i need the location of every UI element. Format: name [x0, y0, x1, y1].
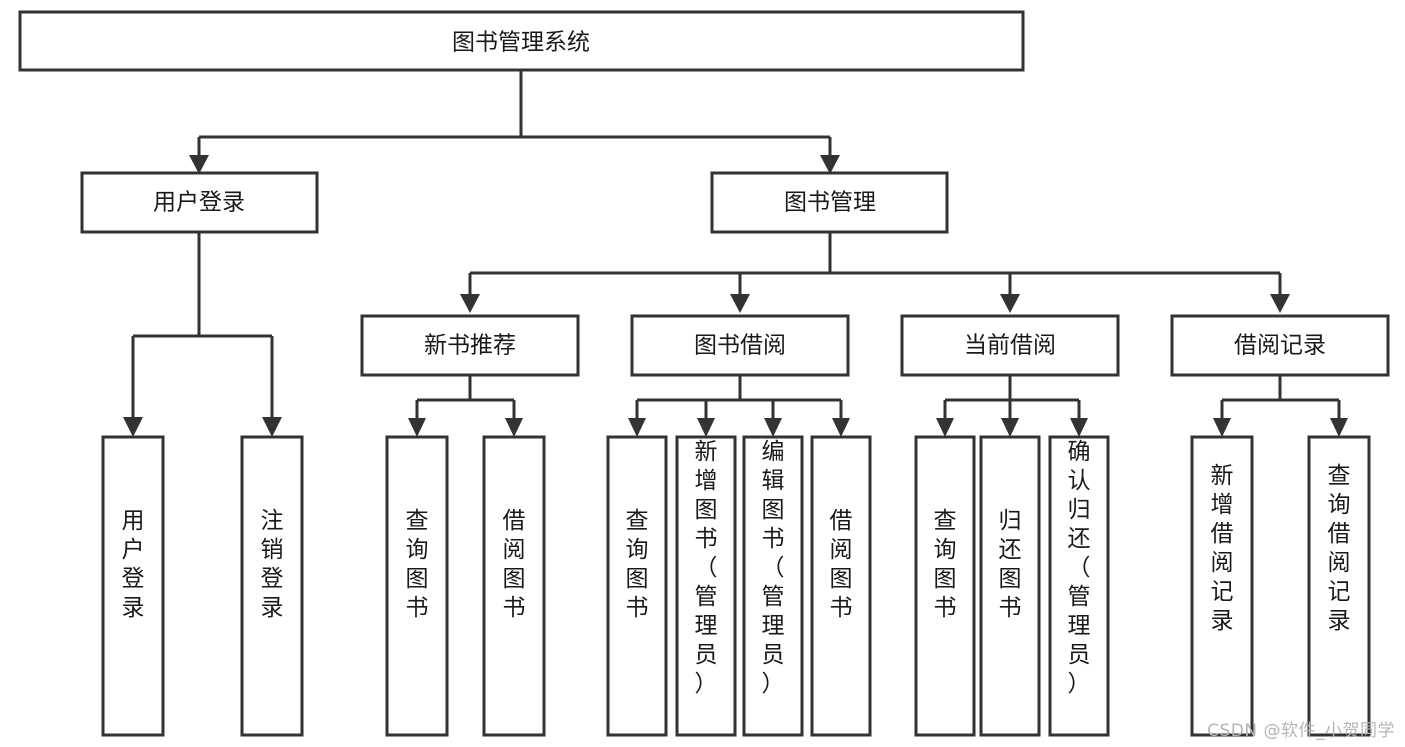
node-leaf-add-record-box[interactable]	[1190, 435, 1254, 737]
arrow-head-leaf-confirm-return	[1070, 418, 1088, 437]
arrow-head-leaf-user-logout	[262, 417, 282, 437]
node-leaf-borrow-book-1[interactable]: 借阅图书	[482, 435, 546, 737]
node-leaf-borrow-book-1-box[interactable]	[482, 435, 546, 737]
node-leaf-user-logout-box[interactable]	[240, 435, 304, 737]
node-book-borrow-box[interactable]	[630, 314, 850, 377]
node-leaf-query-book-1-label: 查询图书	[406, 508, 429, 621]
arrow-head-leaf-borrow-book-1	[505, 418, 523, 437]
node-leaf-query-record-box[interactable]	[1307, 435, 1371, 737]
node-leaf-confirm-return[interactable]: 确认归还（管理员）	[1048, 435, 1110, 737]
node-leaf-user-logout[interactable]: 注销登录	[240, 435, 304, 737]
node-book-borrow[interactable]: 图书借阅	[630, 314, 850, 377]
node-leaf-edit-book-label: 编辑图书（管理员）	[762, 439, 785, 697]
node-leaf-query-book-2[interactable]: 查询图书	[606, 435, 668, 737]
node-leaf-query-book-2-label: 查询图书	[626, 508, 649, 621]
node-leaf-query-book-3-box[interactable]	[914, 435, 976, 737]
node-user-login-label: 用户登录	[153, 190, 245, 216]
node-book-manage-box[interactable]	[710, 171, 949, 234]
node-leaf-query-record[interactable]: 查询借阅记录	[1307, 435, 1371, 737]
node-leaf-query-record-label: 查询借阅记录	[1328, 463, 1351, 634]
node-leaf-user-login[interactable]: 用户登录	[101, 435, 165, 737]
node-leaf-add-record[interactable]: 新增借阅记录	[1190, 435, 1254, 737]
arrow-head-leaf-add-record	[1213, 418, 1231, 437]
node-root[interactable]: 图书管理系统	[18, 10, 1025, 72]
arrow-head-leaf-user-login	[123, 417, 143, 437]
arrow-head-leaf-edit-book	[764, 418, 782, 437]
arrow-head-leaf-query-record	[1330, 418, 1348, 437]
node-leaf-add-book-box[interactable]	[675, 435, 737, 737]
arrow-head-user-login	[189, 155, 209, 174]
node-root-label: 图书管理系统	[452, 30, 590, 56]
node-leaf-return-book[interactable]: 归还图书	[979, 435, 1041, 737]
node-leaf-borrow-book-2[interactable]: 借阅图书	[810, 435, 872, 737]
node-leaf-return-book-box[interactable]	[979, 435, 1041, 737]
node-leaf-user-login-label: 用户登录	[122, 508, 145, 621]
node-leaf-user-logout-label: 注销登录	[261, 508, 284, 621]
arrow-head-leaf-borrow-book-2	[832, 418, 850, 437]
node-leaf-query-book-3[interactable]: 查询图书	[914, 435, 976, 737]
node-leaf-query-book-1-box[interactable]	[385, 435, 449, 737]
arrow-head-borrow-record	[1270, 294, 1290, 313]
node-borrow-record-label: 借阅记录	[1234, 333, 1326, 359]
node-book-manage-label: 图书管理	[784, 190, 876, 216]
node-current-borrow-box[interactable]	[900, 314, 1120, 377]
arrow-head-book-borrow	[730, 294, 750, 313]
node-leaf-confirm-return-box[interactable]	[1048, 435, 1110, 737]
node-leaf-query-book-1[interactable]: 查询图书	[385, 435, 449, 737]
node-borrow-record-box[interactable]	[1170, 314, 1390, 377]
node-leaf-user-login-box[interactable]	[101, 435, 165, 737]
node-current-borrow[interactable]: 当前借阅	[900, 314, 1120, 377]
node-leaf-edit-book[interactable]: 编辑图书（管理员）	[742, 435, 804, 737]
arrow-head-book-manage	[820, 155, 840, 174]
node-leaf-query-book-2-box[interactable]	[606, 435, 668, 737]
node-new-book-rec-label: 新书推荐	[424, 333, 516, 359]
node-leaf-add-book-label: 新增图书（管理员）	[695, 439, 718, 697]
arrow-head-leaf-add-book	[697, 418, 715, 437]
node-leaf-query-book-3-label: 查询图书	[934, 508, 957, 621]
node-leaf-confirm-return-label: 确认归还（管理员）	[1068, 439, 1091, 697]
arrow-head-leaf-query-book-3	[936, 418, 954, 437]
node-leaf-borrow-book-1-label: 借阅图书	[503, 508, 526, 621]
node-borrow-record[interactable]: 借阅记录	[1170, 314, 1390, 377]
arrow-head-new-book-rec	[460, 294, 480, 313]
node-user-login[interactable]: 用户登录	[80, 171, 319, 234]
node-leaf-borrow-book-2-box[interactable]	[810, 435, 872, 737]
arrow-head-leaf-return-book	[1001, 418, 1019, 437]
node-leaf-add-record-label: 新增借阅记录	[1211, 463, 1234, 634]
node-leaf-add-book[interactable]: 新增图书（管理员）	[675, 435, 737, 737]
node-new-book-rec[interactable]: 新书推荐	[360, 314, 580, 377]
node-new-book-rec-box[interactable]	[360, 314, 580, 377]
node-current-borrow-label: 当前借阅	[964, 333, 1056, 359]
node-root-box[interactable]	[18, 10, 1025, 72]
node-book-manage[interactable]: 图书管理	[710, 171, 949, 234]
node-user-login-box[interactable]	[80, 171, 319, 234]
node-leaf-return-book-label: 归还图书	[999, 508, 1022, 621]
node-leaf-borrow-book-2-label: 借阅图书	[830, 508, 853, 621]
arrow-head-leaf-query-book-2	[628, 418, 646, 437]
node-leaf-edit-book-box[interactable]	[742, 435, 804, 737]
connector-group	[123, 70, 1348, 437]
node-book-borrow-label: 图书借阅	[694, 333, 786, 359]
arrow-head-current-borrow	[1000, 294, 1020, 313]
arrow-head-leaf-query-book-1	[408, 418, 426, 437]
